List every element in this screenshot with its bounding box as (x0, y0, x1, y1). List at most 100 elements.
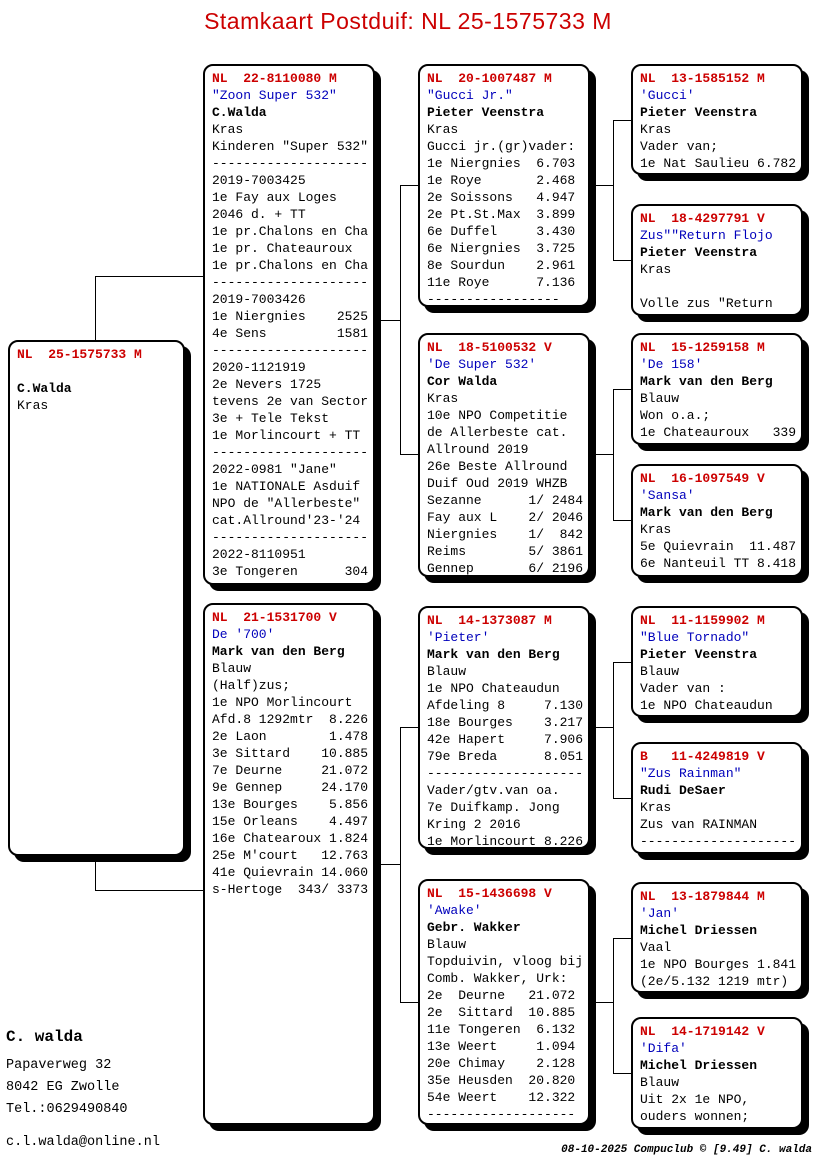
owner-address-street: Papaverweg 32 (6, 1058, 112, 1073)
connector-line (95, 276, 96, 340)
pedigree-text-line: 2022-8110951 (212, 547, 306, 562)
connector-line (613, 520, 631, 521)
pedigree-text-line: Kras (212, 122, 244, 137)
ring-number: NL 22-8110080 M (212, 71, 337, 86)
connector-line (400, 185, 418, 186)
pedigree-text-line: Fay aux L 2/ 2046 (427, 510, 584, 525)
pedigree-text-line: 2022-0981 "Jane" (212, 462, 337, 477)
program-footer: 08-10-2025 Compuclub © [9.49] C. walda (561, 1144, 812, 1156)
pedigree-text-line: ----------------- (427, 292, 560, 307)
connector-line (613, 938, 614, 1073)
pedigree-text-line: Blauw (427, 664, 467, 679)
connector-line (613, 120, 631, 121)
pedigree-text-line: 2046 d. + TT (212, 207, 306, 222)
pedigree-text-line: 1e Morlincourt + TT (212, 428, 361, 443)
connector-line (375, 864, 400, 865)
pedigree-text-line: 1e NPO Chateaudun (427, 681, 560, 696)
pedigree-text-line: Kras (640, 522, 672, 537)
fancier-name: Mark van den Berg (640, 374, 773, 389)
pigeon-name: 'Difa' (640, 1041, 687, 1056)
connector-line (400, 185, 401, 454)
pedigree-text-line: cat.Allround'23-'24 (212, 513, 361, 528)
pedigree-text-line: NPO de "Allerbeste" (212, 496, 361, 511)
pedigree-text-line: -------------------- (212, 445, 369, 460)
pedigree-text-line: 7e Duifkamp. Jong (427, 800, 560, 815)
fancier-name: Michel Driessen (640, 1058, 758, 1073)
pedigree-text-line: Vader van : (640, 681, 726, 696)
pedigree-text-line: Afd.8 1292mtr 8.226 (212, 712, 369, 727)
pedigree-box-gf-paternal: NL 20-1007487 M"Gucci Jr."Pieter Veenstr… (418, 64, 590, 307)
pedigree-text-line: 6e Duffel 3.430 (427, 224, 576, 239)
pedigree-text-line: Blauw (640, 1075, 680, 1090)
pedigree-text-line: 1e pr. Chateauroux (212, 241, 353, 256)
fancier-name: C.Walda (17, 381, 72, 396)
owner-contact-block: C. walda Papaverweg 32 8042 EG Zwolle Te… (6, 1028, 160, 1150)
fancier-name: Rudi DeSaer (640, 783, 726, 798)
pigeon-name: "Gucci Jr." (427, 88, 513, 103)
pedigree-text-line: ouders wonnen; (640, 1109, 750, 1124)
pedigree-text-line: Blauw (212, 661, 252, 676)
connector-line (590, 185, 613, 186)
pedigree-text-line: -------------------- (640, 834, 797, 849)
ring-number: NL 11-1159902 M (640, 613, 765, 628)
pedigree-text-line: 13e Bourges 5.856 (212, 797, 369, 812)
pedigree-text-line: Sezanne 1/ 2484 (427, 493, 584, 508)
pigeon-name: 'De Super 532' (427, 357, 537, 372)
pigeon-name: 'De 158' (640, 357, 703, 372)
pigeon-name: 'Awake' (427, 903, 482, 918)
pedigree-text-line: Won o.a.; (640, 408, 711, 423)
pedigree-text-line: Blauw (427, 937, 467, 952)
pigeon-name: 'Gucci' (640, 88, 695, 103)
pedigree-text-line: 2e Sittard 10.885 (427, 1005, 576, 1020)
pedigree-text-line: s-Hertoge 343/ 3373 (212, 882, 369, 897)
pedigree-text-line: 3e Tongeren 304 (212, 564, 369, 579)
ring-number: NL 25-1575733 M (17, 347, 142, 362)
pedigree-text-line: 3e + Tele Tekst (212, 411, 330, 426)
fancier-name: C.Walda (212, 105, 267, 120)
pigeon-name: "Zus Rainman" (640, 766, 742, 781)
pedigree-box-gf-maternal: NL 14-1373087 M'Pieter'Mark van den Berg… (418, 606, 590, 849)
connector-line (375, 320, 400, 321)
pedigree-text-line: 79e Breda 8.051 (427, 749, 584, 764)
connector-line (400, 1002, 418, 1003)
pedigree-text-line: 1e Niergnies 2525 (212, 309, 369, 324)
pedigree-text-line: Uit 2x 1e NPO, (640, 1092, 750, 1107)
ring-number: NL 13-1879844 M (640, 889, 765, 904)
pedigree-text-line: 26e Beste Allround (427, 459, 568, 474)
connector-line (590, 454, 613, 455)
pedigree-text-line: 54e Weert 12.322 (427, 1090, 576, 1105)
connector-line (613, 389, 614, 520)
owner-name: C. walda (6, 1028, 83, 1046)
pedigree-text-line: Gennep 6/ 2196 (427, 561, 584, 576)
pedigree-text-line: 1e Morlincourt 8.226 (427, 834, 584, 849)
pedigree-text-line: 2e Pt.St.Max 3.899 (427, 207, 576, 222)
connector-line (613, 938, 631, 939)
pigeon-name: De '700' (212, 627, 275, 642)
connector-line (590, 1002, 613, 1003)
pedigree-text-line: 2e Laon 1.478 (212, 729, 369, 744)
pigeon-name: Zus""Return Flojo (640, 228, 773, 243)
pedigree-text-line: Gucci jr.(gr)vader: (427, 139, 576, 154)
pedigree-text-line: 5e Quievrain 11.487 (640, 539, 797, 554)
pedigree-text-line: ------------------- (427, 1107, 576, 1122)
pedigree-text-line: 4e Sens 1581 (212, 326, 369, 341)
connector-line (95, 890, 203, 891)
pedigree-text-line: Kinderen "Super 532" (212, 139, 369, 154)
pedigree-text-line: -------------------- (427, 766, 584, 781)
pedigree-text-line: 11e Roye 7.136 (427, 275, 576, 290)
ring-number: NL 20-1007487 M (427, 71, 552, 86)
fancier-name: Mark van den Berg (427, 647, 560, 662)
pedigree-text-line: Duif Oud 2019 WHZB (427, 476, 568, 491)
pedigree-text-line: 2019-7003425 (212, 173, 306, 188)
pedigree-text-line: 1e Niergnies 6.703 (427, 156, 576, 171)
pedigree-text-line: Kras (17, 398, 49, 413)
pedigree-text-line: de Allerbeste cat. (427, 425, 568, 440)
pedigree-text-line: Zus van RAINMAN (640, 817, 758, 832)
